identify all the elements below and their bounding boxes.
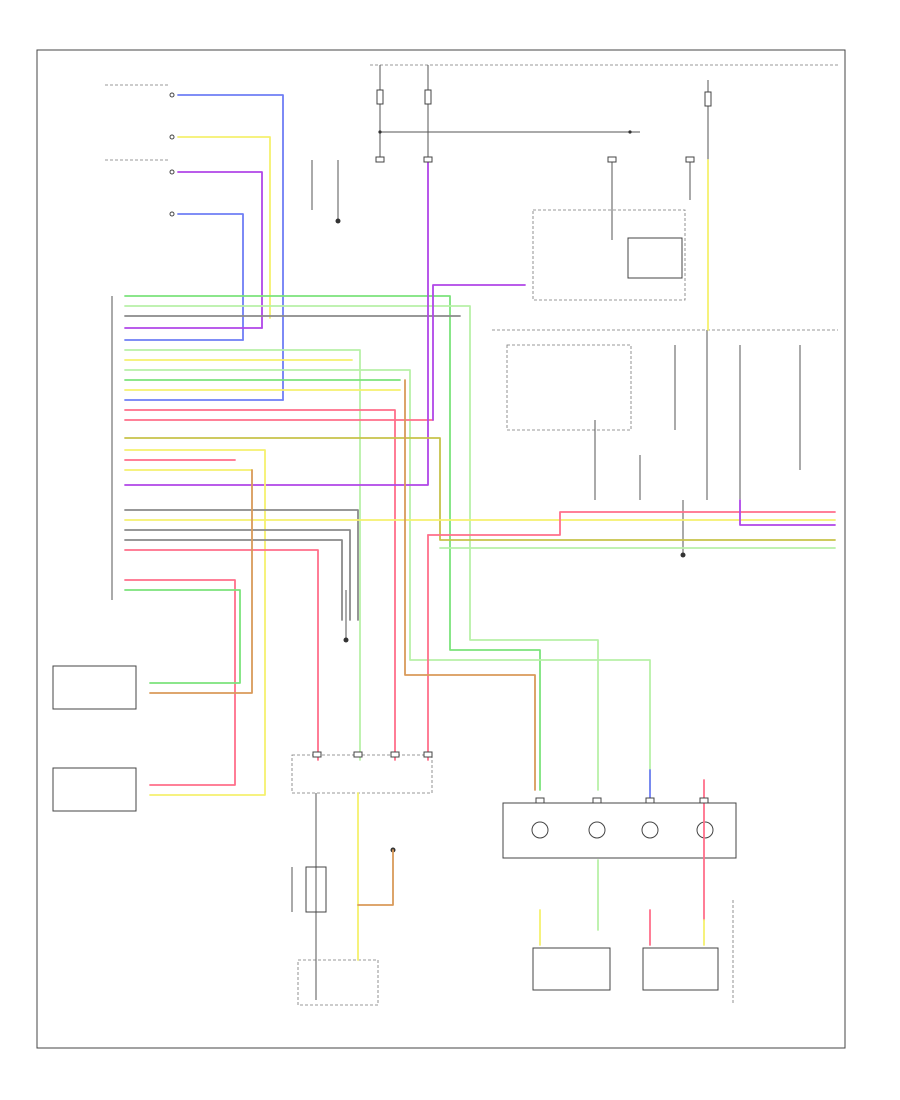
ground-symbol bbox=[343, 590, 349, 643]
seat-sensor-connectors bbox=[105, 84, 175, 217]
fuse-symbol bbox=[424, 89, 432, 105]
clock-spring-connector bbox=[291, 754, 433, 794]
wire-violet bbox=[739, 499, 836, 526]
wire-tan bbox=[404, 379, 536, 791]
diagram-frame bbox=[36, 49, 846, 1049]
lamp-symbol bbox=[588, 821, 606, 839]
fuse-symbol bbox=[376, 89, 384, 105]
lamp-block bbox=[502, 802, 737, 859]
wire-violet bbox=[124, 159, 429, 486]
left-side-airbag-box bbox=[532, 947, 611, 991]
wire-pink bbox=[124, 549, 319, 761]
wire-gray bbox=[124, 509, 359, 621]
wire-gray bbox=[124, 529, 351, 621]
wire-yellow bbox=[177, 136, 271, 319]
wire-yellow bbox=[124, 449, 266, 796]
connector-pin bbox=[312, 156, 709, 804]
lamp-symbol bbox=[641, 821, 659, 839]
wire-violet bbox=[177, 171, 263, 329]
wire-pink bbox=[427, 511, 836, 536]
wire-tan bbox=[357, 849, 394, 906]
steering-sensor-box bbox=[305, 866, 327, 913]
fuse-symbol bbox=[704, 91, 712, 107]
wire-green bbox=[124, 589, 241, 684]
ground-symbol bbox=[311, 160, 341, 224]
lamp-symbol bbox=[531, 821, 549, 839]
wire-blue bbox=[177, 213, 244, 341]
srs-subunit bbox=[506, 344, 632, 431]
wire-gray bbox=[124, 539, 343, 621]
wire-pink bbox=[124, 409, 396, 761]
right-pretensioner-box bbox=[52, 665, 137, 710]
wire-lightgreen bbox=[124, 305, 599, 791]
right-side-airbag-box bbox=[642, 947, 719, 991]
wire-lightgreen bbox=[124, 349, 361, 761]
wire-olive bbox=[124, 437, 836, 541]
wire-lightgreen bbox=[124, 369, 651, 791]
sensor-module bbox=[627, 237, 683, 279]
wire-tan bbox=[149, 469, 253, 694]
power-distribution bbox=[370, 64, 838, 160]
lamp-symbol bbox=[696, 821, 714, 839]
left-pretensioner-box bbox=[52, 767, 137, 812]
driver-airbag-box bbox=[297, 959, 379, 1006]
wire-blue bbox=[177, 94, 284, 401]
wire-green bbox=[124, 295, 541, 791]
wire-violet bbox=[432, 284, 526, 421]
weight-sensor-unit bbox=[532, 209, 686, 301]
